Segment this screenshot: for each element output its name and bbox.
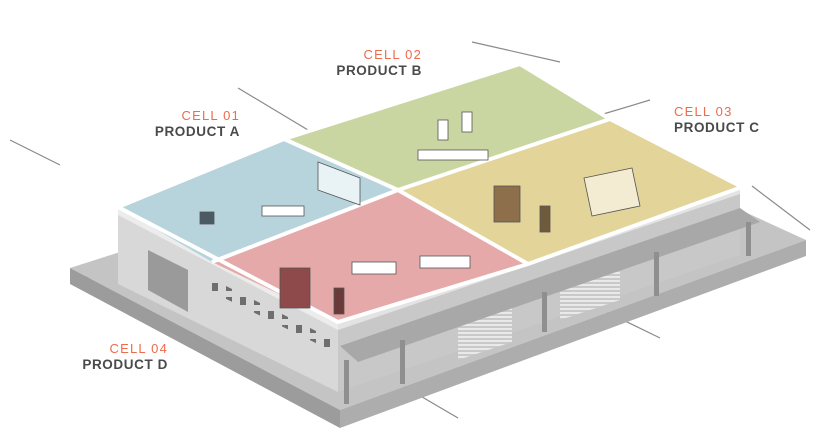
garage-door-left <box>148 250 188 312</box>
cell-02-name: CELL 02 <box>363 47 422 62</box>
ground-slab-edge-left <box>70 268 340 428</box>
garage-door-right-2 <box>560 266 620 320</box>
cell-03-name: CELL 03 <box>674 104 733 119</box>
leader-line-cell-01-far <box>9 139 61 166</box>
cell-02-label: CELL 02 PRODUCT B <box>300 47 422 78</box>
cell-04-equipment <box>279 255 471 315</box>
cell-01-equipment <box>199 161 361 225</box>
cell-04-label: CELL 04 PRODUCT D <box>46 341 168 372</box>
leader-line-cell-03 <box>599 99 651 116</box>
cell-04-product: PRODUCT D <box>82 356 168 372</box>
cell-03-product: PRODUCT C <box>674 119 760 135</box>
leader-line-cell-01 <box>237 87 309 131</box>
cell-02-product: PRODUCT B <box>336 62 422 78</box>
cell-04-name: CELL 04 <box>109 341 168 356</box>
canopy-columns <box>344 222 751 404</box>
cell-02-equipment <box>417 111 489 161</box>
cell-01-label: CELL 01 PRODUCT A <box>118 108 240 139</box>
leader-line-cell-02 <box>471 41 561 63</box>
loading-canopy <box>340 208 760 362</box>
building-windows-left <box>204 275 330 350</box>
partition-walls <box>117 62 744 324</box>
cell-03-label: CELL 03 PRODUCT C <box>674 104 804 135</box>
cell-01-product: PRODUCT A <box>154 123 240 139</box>
ground-slab-edge-right <box>340 240 806 428</box>
leader-line-right <box>751 185 811 231</box>
cell-01-name: CELL 01 <box>181 108 240 123</box>
cell-03-equipment <box>493 167 641 233</box>
cell-03-floor <box>398 119 742 264</box>
